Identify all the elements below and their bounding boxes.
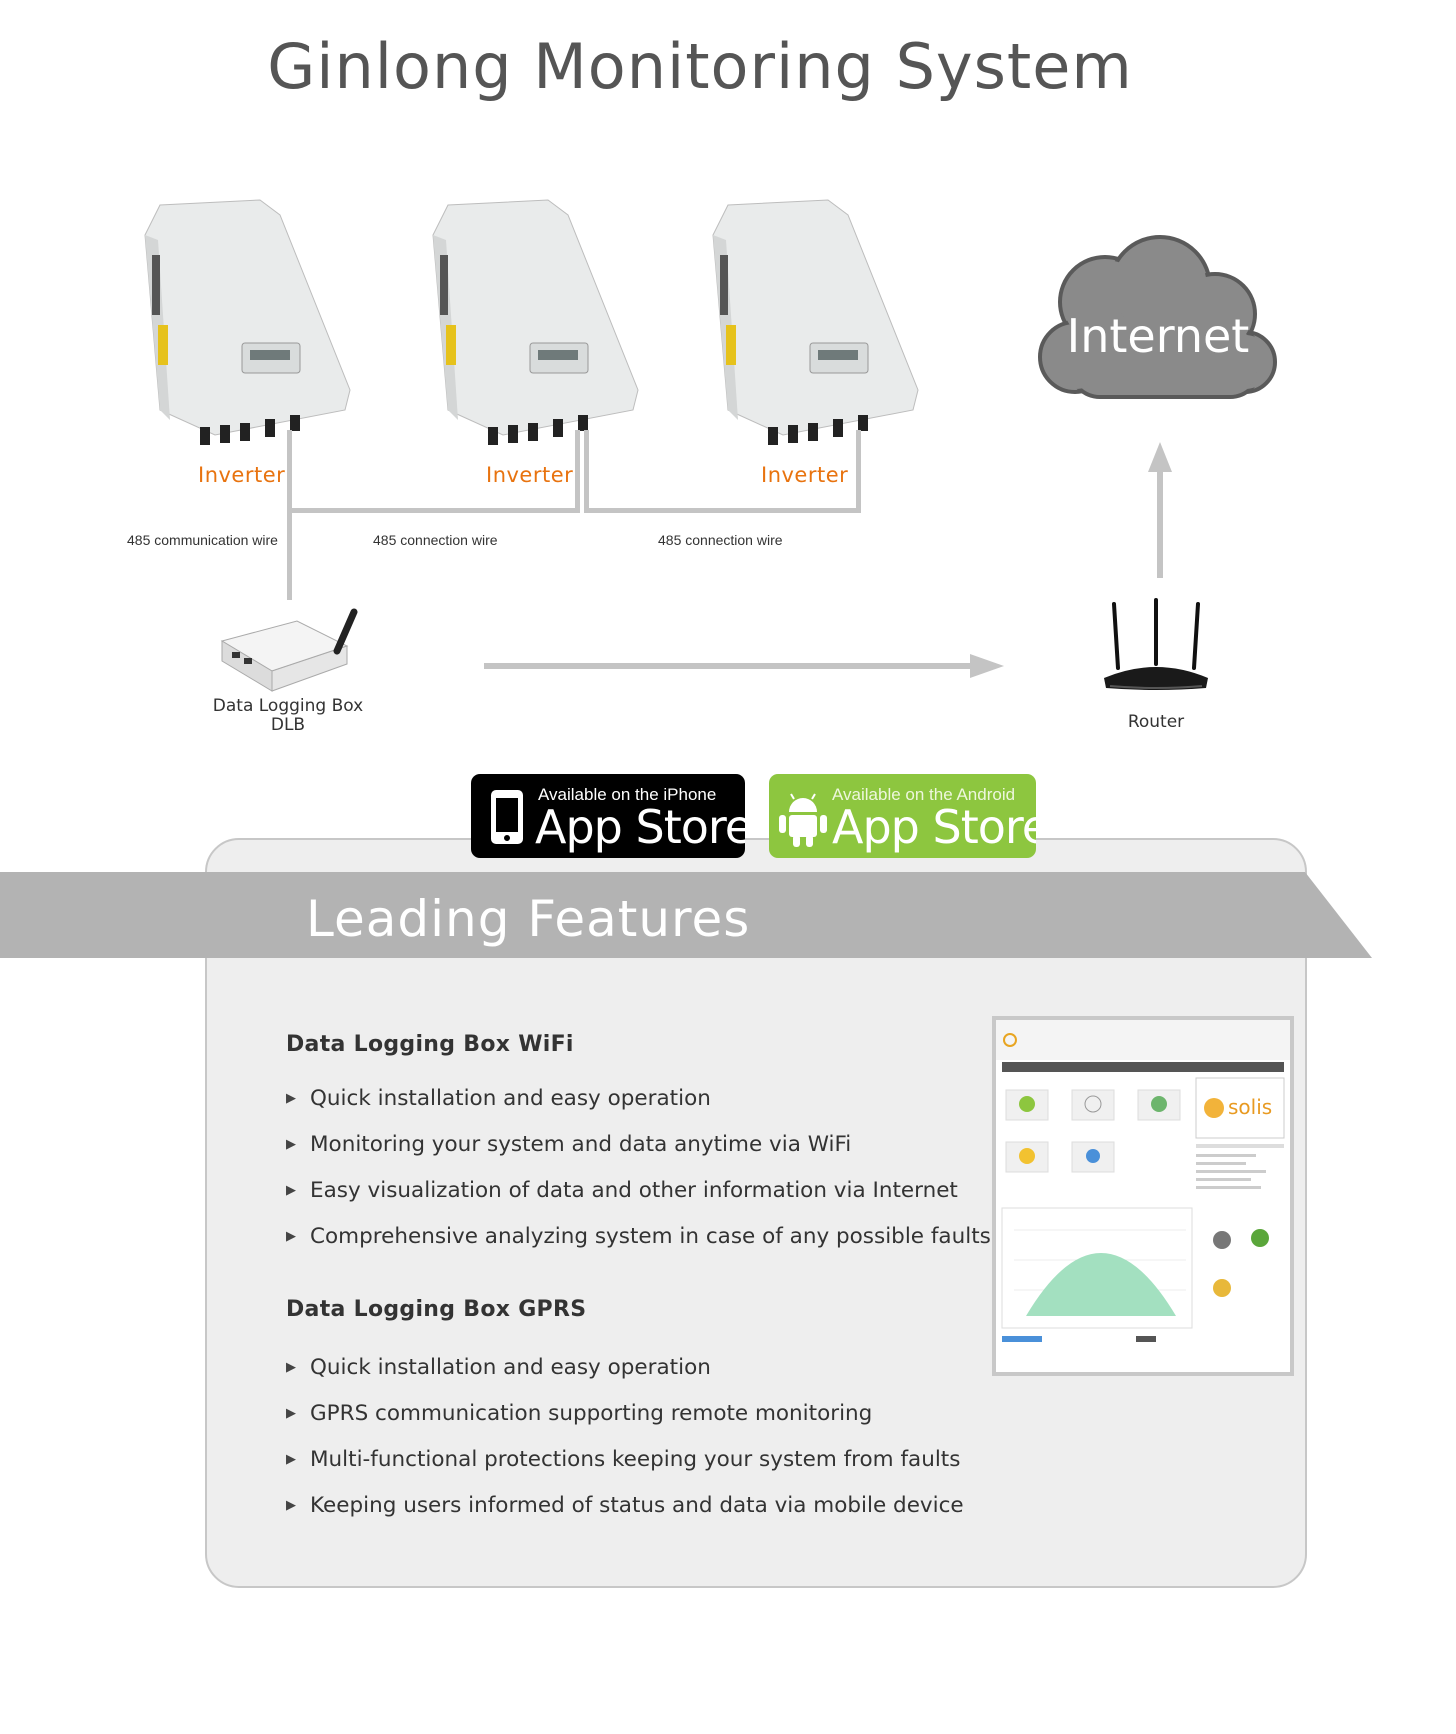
wifi-section-heading: Data Logging Box WiFi xyxy=(286,1032,574,1057)
inverter-3-label: Inverter xyxy=(761,463,849,487)
iphone-icon xyxy=(491,790,523,844)
bullet-icon: ▶ xyxy=(286,1498,296,1513)
gprs-feature-text: Keeping users informed of status and dat… xyxy=(310,1493,964,1518)
wifi-feature-item: ▶ Monitoring your system and data anytime… xyxy=(286,1132,851,1157)
bullet-icon: ▶ xyxy=(286,1406,296,1421)
wifi-feature-text: Quick installation and easy operation xyxy=(310,1086,711,1111)
gprs-feature-item: ▶ Multi-functional protections keeping yo… xyxy=(286,1447,960,1472)
iphone-app-store-button[interactable]: Available on the iPhone App Store xyxy=(471,774,745,858)
inverter-2-label: Inverter xyxy=(486,463,574,487)
iphone-button-big-text: App Store xyxy=(535,800,745,854)
features-banner xyxy=(0,872,1372,958)
inverter-3-icon xyxy=(712,199,919,445)
android-app-store-button[interactable]: Available on the Android App Store xyxy=(769,774,1036,858)
monitoring-app-thumbnail-icon: solis xyxy=(996,1020,1290,1342)
wire-drop-2a xyxy=(575,430,580,513)
wire-inverter-2-3 xyxy=(584,508,861,513)
inverter-2-icon xyxy=(432,199,639,445)
router-label: Router xyxy=(1127,712,1185,732)
wifi-feature-item: ▶ Quick installation and easy operation xyxy=(286,1086,711,1111)
gprs-feature-text: GPRS communication supporting remote mon… xyxy=(310,1401,873,1426)
arrow-router-to-internet-icon xyxy=(1148,442,1172,578)
internet-cloud-icon: Internet xyxy=(1038,235,1277,399)
wire-drop-3 xyxy=(856,430,861,513)
dlb-label-line1: Data Logging Box xyxy=(212,696,364,716)
wire-label-3: 485 connection wire xyxy=(658,532,783,548)
wifi-feature-text: Easy visualization of data and other inf… xyxy=(310,1178,958,1203)
android-icon xyxy=(779,793,827,847)
gprs-feature-item: ▶ Keeping users informed of status and da… xyxy=(286,1493,964,1518)
wire-drop-2b xyxy=(584,430,589,513)
wifi-feature-text: Monitoring your system and data anytime … xyxy=(310,1132,852,1157)
dlb-label-line2: DLB xyxy=(270,715,306,735)
features-banner-title: Leading Features xyxy=(306,890,751,948)
iphone-button-small-text: Available on the iPhone xyxy=(538,785,717,804)
data-logging-box-icon xyxy=(220,608,358,692)
monitoring-app-screenshot: solis xyxy=(992,1016,1294,1376)
wifi-feature-item: ▶ Comprehensive analyzing system in case … xyxy=(286,1224,991,1249)
router-icon xyxy=(1104,598,1208,690)
dlb-label: Data Logging Box DLB xyxy=(196,697,380,735)
page-title: Ginlong Monitoring System xyxy=(267,30,1133,103)
bullet-icon: ▶ xyxy=(286,1360,296,1375)
inverter-1-label: Inverter xyxy=(198,463,286,487)
bullet-icon: ▶ xyxy=(286,1091,296,1106)
wire-label-2: 485 connection wire xyxy=(373,532,498,548)
gprs-feature-item: ▶ Quick installation and easy operation xyxy=(286,1355,711,1380)
solis-brand-text: solis xyxy=(1228,1095,1272,1119)
wire-to-dlb xyxy=(287,430,292,600)
android-button-small-text: Available on the Android xyxy=(832,785,1016,804)
bullet-icon: ▶ xyxy=(286,1452,296,1467)
gprs-feature-text: Multi-functional protections keeping you… xyxy=(310,1447,961,1472)
wifi-feature-item: ▶ Easy visualization of data and other in… xyxy=(286,1178,958,1203)
gprs-feature-text: Quick installation and easy operation xyxy=(310,1355,711,1380)
arrow-dlb-to-router-icon xyxy=(484,654,1004,678)
gprs-feature-item: ▶ GPRS communication supporting remote mo… xyxy=(286,1401,872,1426)
bullet-icon: ▶ xyxy=(286,1137,296,1152)
wifi-feature-text: Comprehensive analyzing system in case o… xyxy=(310,1224,991,1249)
inverter-1-icon xyxy=(144,199,351,445)
wire-label-1: 485 communication wire xyxy=(127,532,278,548)
wire-inverter-1-2 xyxy=(287,508,580,513)
android-button-big-text: App Store xyxy=(832,800,1036,854)
bullet-icon: ▶ xyxy=(286,1183,296,1198)
internet-label: Internet xyxy=(1067,309,1250,363)
bullet-icon: ▶ xyxy=(286,1229,296,1244)
gprs-section-heading: Data Logging Box GPRS xyxy=(286,1297,587,1322)
